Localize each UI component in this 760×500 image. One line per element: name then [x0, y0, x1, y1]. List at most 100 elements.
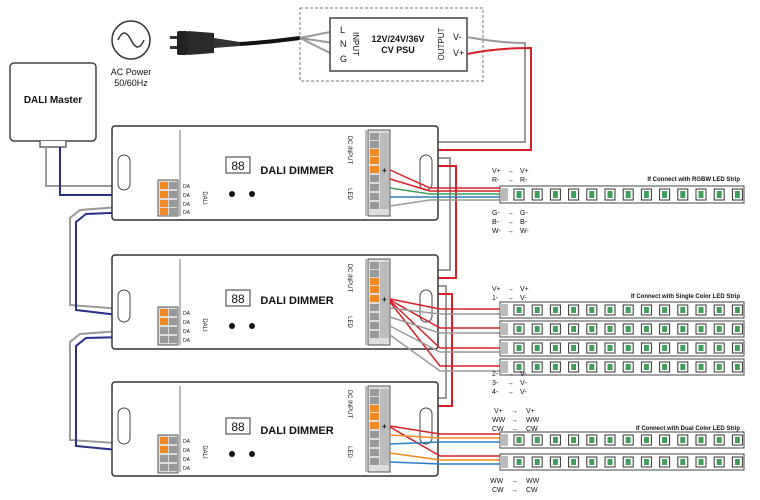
- single-led-strip-4: [499, 358, 745, 376]
- psu-pin-g: G: [340, 54, 347, 64]
- psu-pin-n: N: [340, 39, 347, 49]
- pin-arrow: →: [507, 228, 514, 235]
- dc-input-label: DC INPUT: [346, 264, 352, 293]
- pin-arrow: →: [511, 487, 518, 494]
- cv-psu: L N G INPUT 12V/24V/36V CV PSU OUTPUT V-…: [299, 7, 484, 82]
- dali-dimmer-3: 88 DALI DIMMER DC INPUT LED DALI DA DA D…: [111, 381, 500, 477]
- rgbw-led-strip: [499, 185, 745, 204]
- pin-label: V+: [520, 168, 529, 175]
- dual-led-strip-1: [499, 431, 745, 449]
- segment-display-digits: 88: [231, 420, 245, 434]
- dali-terminal-block: DA DA DA DA: [157, 306, 191, 346]
- single-led-strip-3: [499, 339, 745, 357]
- dali-terminal-block: DA DA DA DA: [157, 179, 191, 217]
- psu-pin-l: L: [340, 25, 345, 35]
- pin-arrow: →: [507, 389, 514, 396]
- wire-psu-vplus: [408, 46, 532, 151]
- button-1: [229, 191, 235, 197]
- single-color-legend: If Connect with Single Color LED Strip V…: [492, 286, 740, 396]
- dali-label: DALI: [201, 445, 207, 459]
- dali-label: DALI: [201, 318, 207, 332]
- led-label: LED: [346, 316, 352, 328]
- pin-label: WW: [492, 417, 506, 424]
- pin-arrow: →: [507, 286, 514, 293]
- pin-label: V-: [520, 380, 527, 387]
- segment-display: [225, 417, 251, 435]
- pin-label: V+: [492, 168, 501, 175]
- pin-arrow: →: [507, 168, 514, 175]
- pin-label: V-: [520, 389, 527, 396]
- dali-pin: DA: [183, 193, 191, 199]
- pin-label: V-: [520, 295, 527, 302]
- segment-display-digits: 88: [231, 292, 245, 306]
- ac-frequency-label: 50/60Hz: [114, 78, 148, 88]
- pin-label: 1-: [492, 295, 499, 302]
- dali-pin: DA: [183, 466, 191, 472]
- power-plug: [170, 29, 341, 59]
- psu-title-line2: CV PSU: [381, 45, 415, 55]
- dali-master: DALI Master: [9, 62, 97, 148]
- pin-arrow: →: [511, 417, 518, 424]
- led-output-wires: [389, 169, 500, 207]
- output-terminal-block: +: [367, 385, 391, 473]
- rgbw-legend: If Connect with RGBW LED Strip V+ → V+ R…: [492, 168, 740, 235]
- pin-label: CW: [492, 426, 504, 433]
- terminal-plus: +: [382, 166, 387, 175]
- button-2: [249, 323, 255, 329]
- button-1: [229, 323, 235, 329]
- pin-label: V+: [526, 408, 535, 415]
- dali-label: DALI: [201, 191, 207, 205]
- terminal-plus: +: [382, 422, 387, 431]
- psu-output-label: OUTPUT: [437, 27, 446, 60]
- pin-label: 3-: [492, 380, 499, 387]
- pin-arrow: →: [507, 210, 514, 217]
- dali-pin: DA: [183, 457, 191, 463]
- pin-label: G-: [492, 210, 500, 217]
- dali-master-label: DALI Master: [24, 95, 82, 106]
- pin-label: CW: [526, 426, 538, 433]
- segment-display-digits: 88: [231, 159, 245, 173]
- dali-dimmer-2: 88 DALI DIMMER DC INPUT LED DALI DA DA D…: [111, 254, 500, 372]
- pin-label: V-: [520, 371, 527, 378]
- dali-pin: DA: [183, 329, 191, 335]
- dimmer-label: DALI DIMMER: [260, 295, 333, 307]
- pin-arrow: →: [507, 371, 514, 378]
- dali-dimmer-1: 88 DALI DIMMER DC INPUT LED DALI DA DA D…: [111, 125, 500, 221]
- pin-label: WW: [526, 417, 540, 424]
- dc-input-label: DC INPUT: [346, 136, 352, 165]
- button-2: [249, 451, 255, 457]
- strip-title: If Connect with Dual Color LED Strip: [636, 426, 740, 432]
- ac-power-label: AC Power: [111, 67, 152, 77]
- dual-color-legend: If Connect with Dual Color LED Strip V+ …: [490, 408, 740, 494]
- dual-led-strip-2: [499, 453, 745, 471]
- pin-label: B-: [492, 219, 500, 226]
- button-1: [229, 451, 235, 457]
- dali-terminal-block: DA DA DA DA: [157, 434, 191, 474]
- pin-label: W-: [492, 228, 501, 235]
- pin-arrow: →: [507, 380, 514, 387]
- pin-arrow: →: [511, 426, 518, 433]
- output-terminal-block: +: [367, 129, 391, 217]
- pin-label: V+: [520, 286, 529, 293]
- pin-label: R-: [492, 177, 500, 184]
- pin-label: CW: [492, 487, 504, 494]
- segment-display: [225, 289, 251, 307]
- pin-label: 4-: [492, 389, 499, 396]
- ac-power-source: AC Power 50/60Hz: [111, 20, 152, 88]
- dali-pin: DA: [183, 184, 191, 190]
- pin-arrow: →: [511, 478, 518, 485]
- segment-display: [225, 156, 251, 174]
- strip-title: If Connect with RGBW LED Strip: [647, 177, 740, 183]
- dali-pin: DA: [183, 210, 191, 216]
- led-output-wires: [389, 425, 500, 465]
- psu-pin-vplus: V+: [453, 48, 464, 58]
- pin-label: WW: [526, 478, 540, 485]
- button-2: [249, 191, 255, 197]
- pin-label: V+: [494, 408, 503, 415]
- dali-pin: DA: [183, 439, 191, 445]
- dali-pin: DA: [183, 338, 191, 344]
- pin-label: WW: [490, 478, 504, 485]
- pin-arrow: →: [507, 177, 514, 184]
- dali-pin: DA: [183, 202, 191, 208]
